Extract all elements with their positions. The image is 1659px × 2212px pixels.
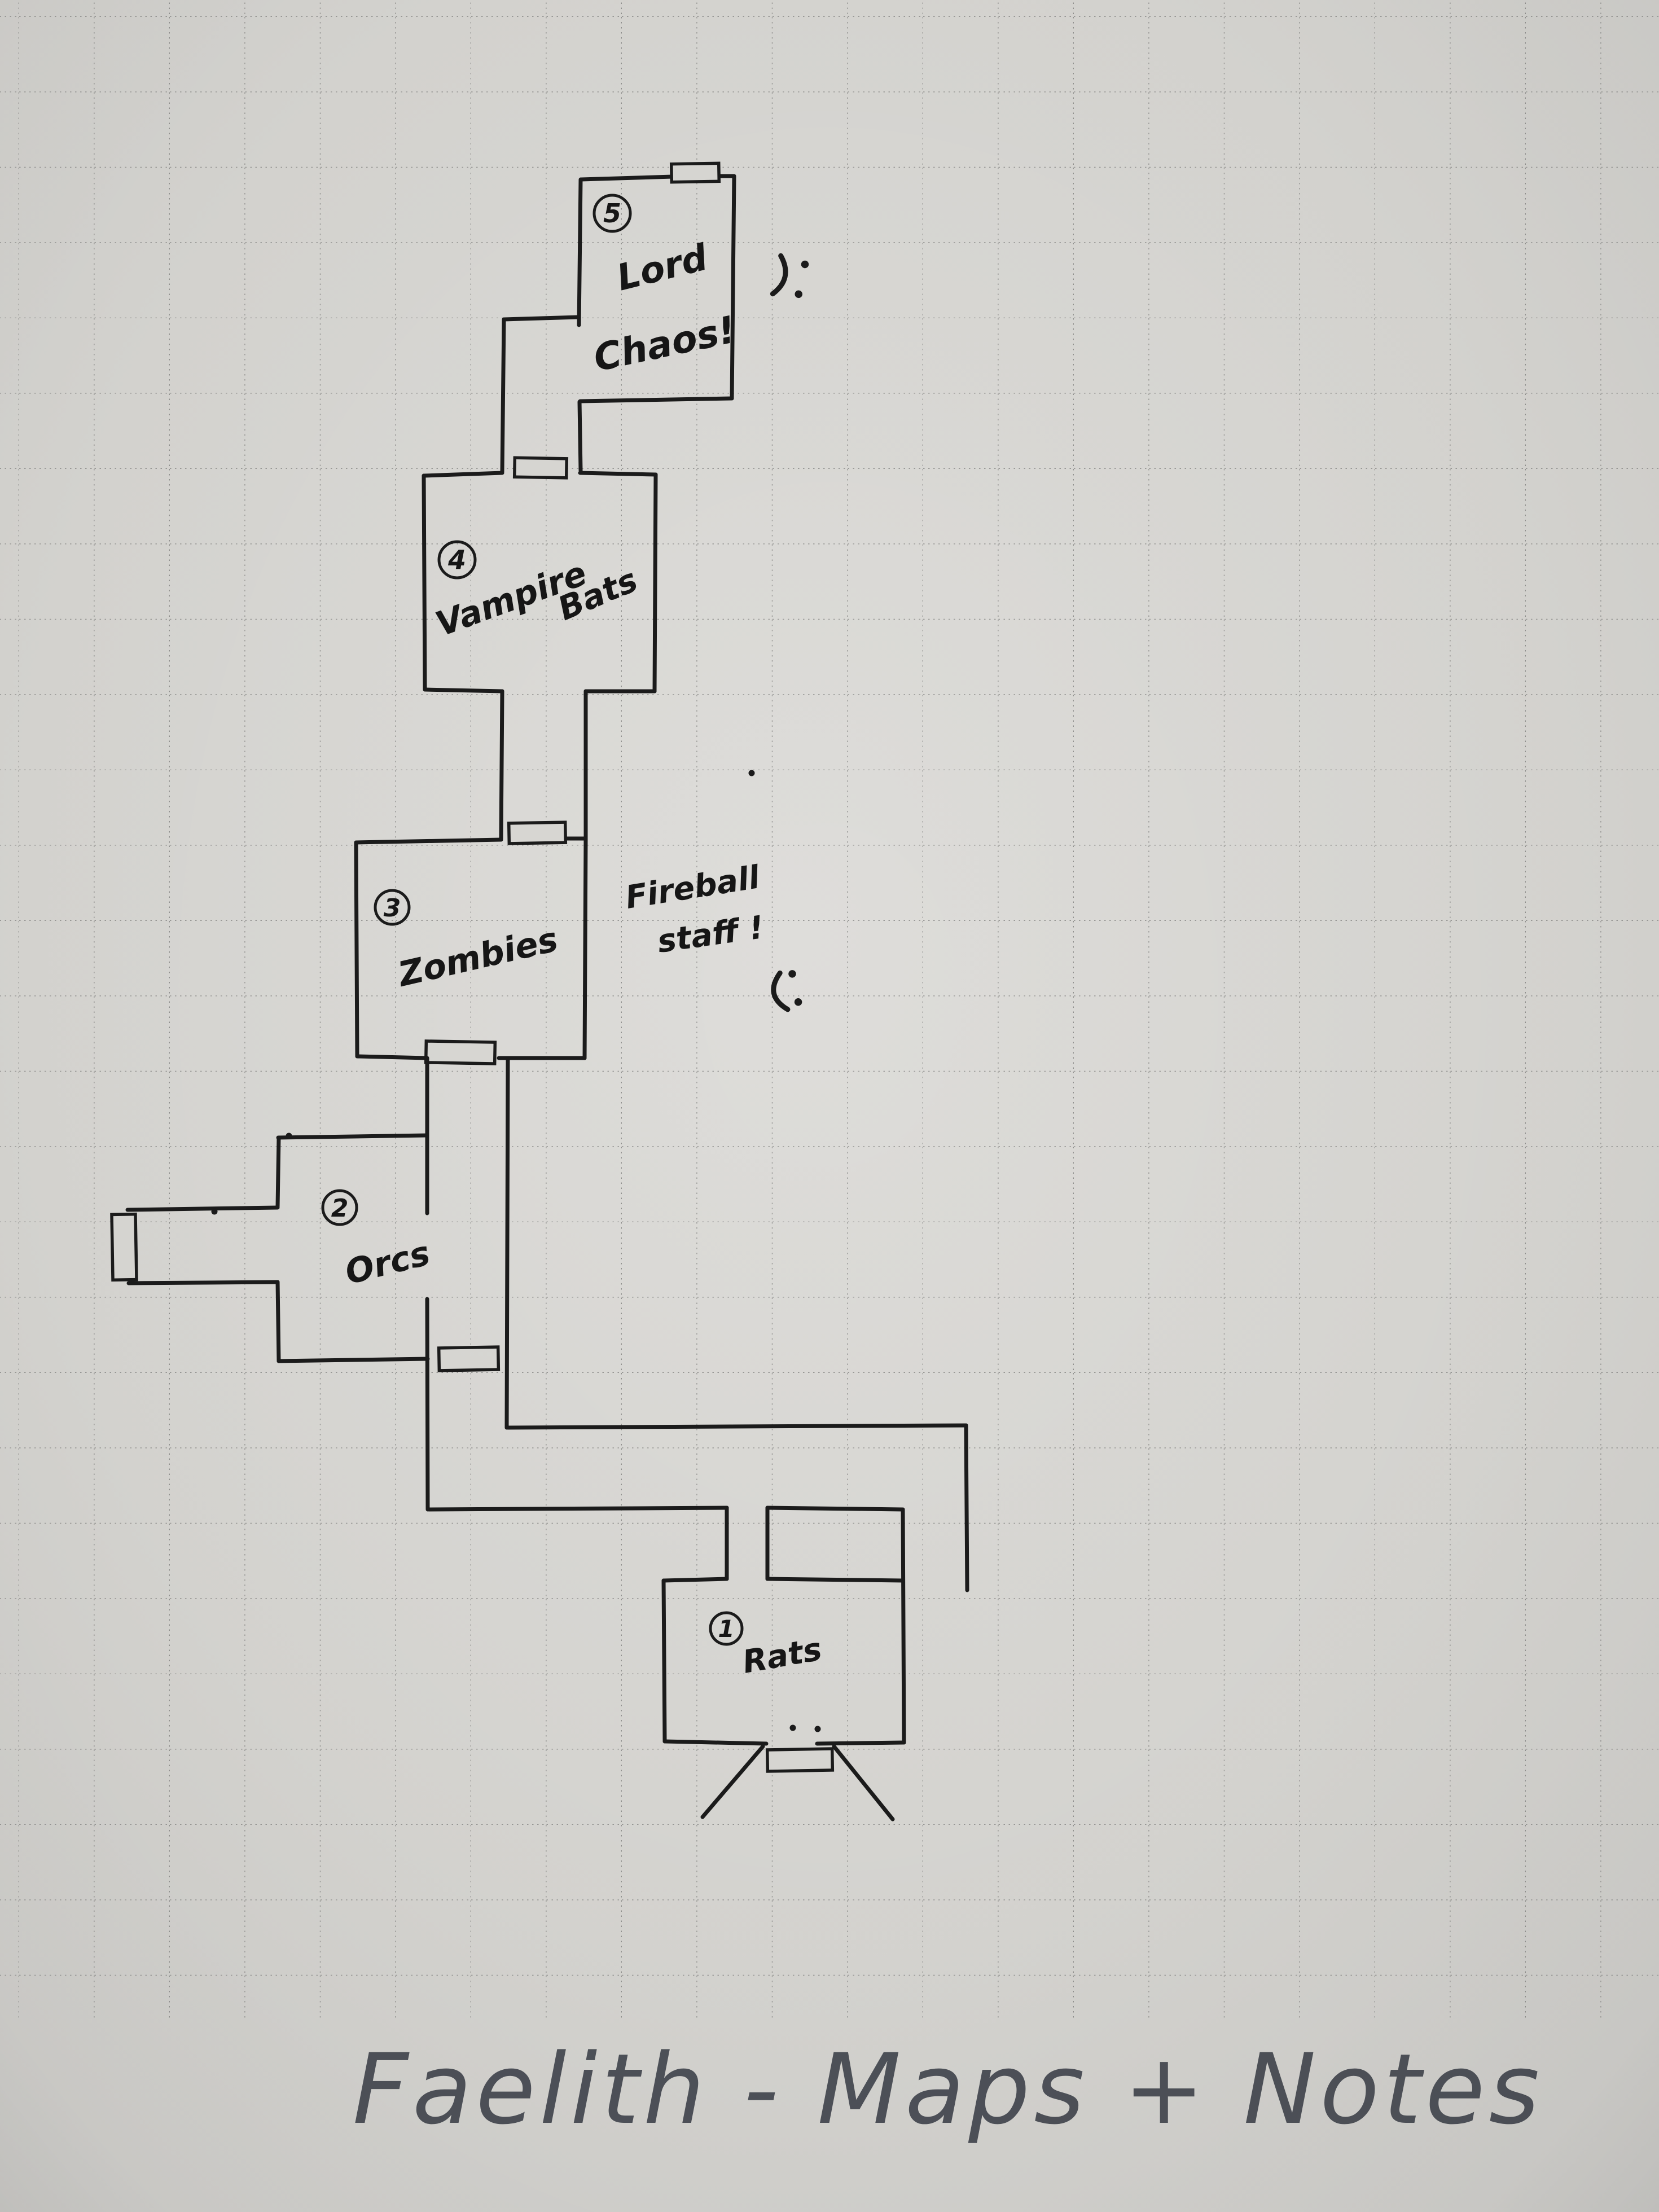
graph-paper-sheet: 5 Lord Chaos! 4 Vampire Bats bbox=[0, 0, 1659, 2212]
dungeon-map-canvas: 5 Lord Chaos! 4 Vampire Bats bbox=[0, 0, 1659, 2212]
photo-vignette bbox=[0, 0, 1659, 2212]
